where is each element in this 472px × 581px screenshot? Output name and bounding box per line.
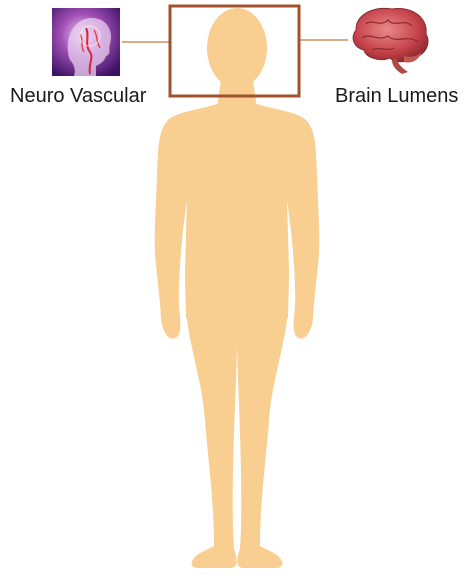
brain-lumens-label: Brain Lumens — [335, 86, 458, 106]
human-body-silhouette — [155, 8, 320, 568]
brain-icon — [353, 8, 428, 74]
body-right-leg — [236, 312, 288, 568]
body-head — [207, 8, 267, 88]
neuro-vascular-head-icon — [52, 8, 120, 76]
neuro-vascular-label: Neuro Vascular — [10, 86, 146, 106]
body-torso-arms — [155, 104, 320, 339]
body-neck — [217, 80, 257, 108]
body-left-leg — [186, 312, 238, 568]
